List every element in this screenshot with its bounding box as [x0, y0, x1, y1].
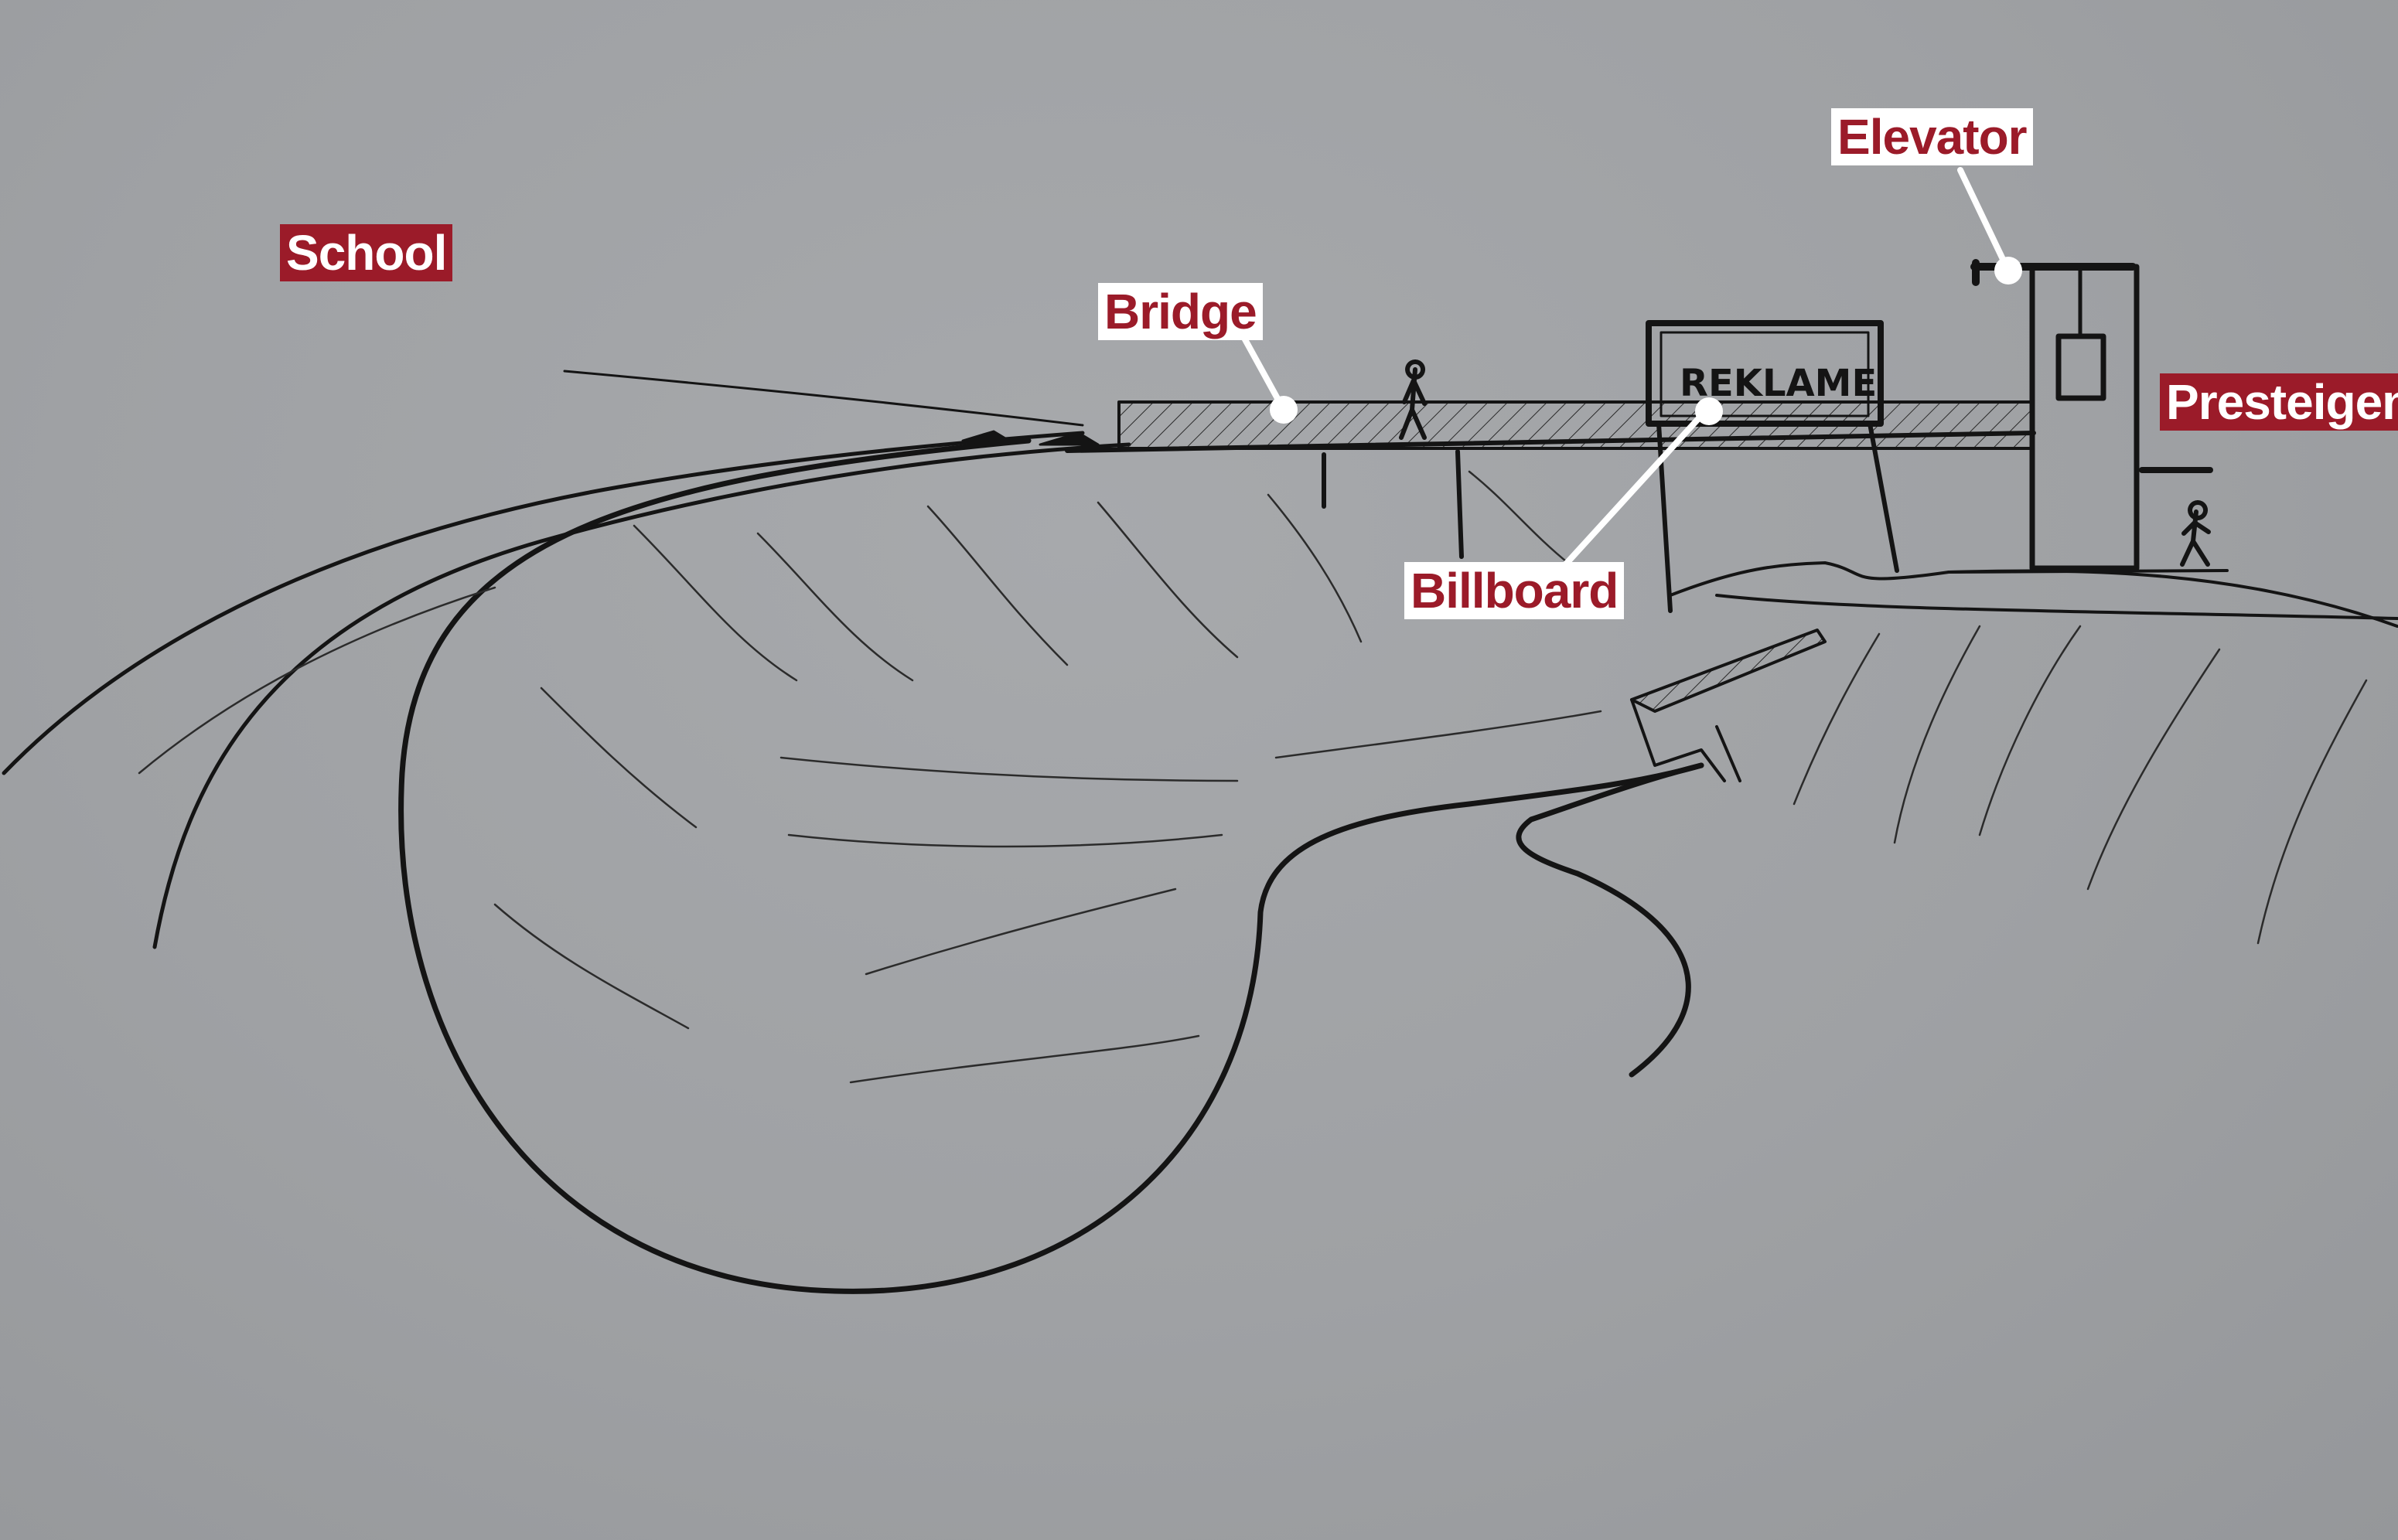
presteigen-label: Presteigen: [2160, 373, 2398, 431]
road: [4, 371, 1129, 947]
footbridge: [1632, 630, 1825, 781]
billboard-label: Billboard: [1404, 562, 1624, 619]
elevator-label: Elevator: [1831, 108, 2033, 165]
school-label: School: [280, 224, 452, 281]
bridge-label: Bridge: [1098, 283, 1263, 340]
ground-lines: [1670, 563, 2397, 626]
label-leaders: [1241, 170, 2008, 568]
